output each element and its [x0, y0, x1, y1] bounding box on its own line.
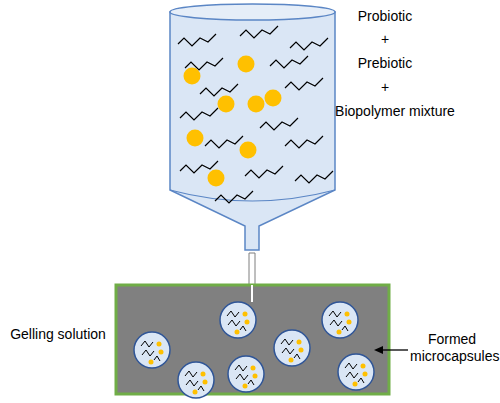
probiotic-cells [184, 56, 282, 187]
probiotic-cell [208, 170, 225, 187]
leader-arrow [374, 346, 408, 354]
microcapsules [134, 302, 374, 398]
probiotic-cell [238, 56, 255, 73]
polymer-chain [285, 78, 323, 90]
polymer-chain [260, 118, 298, 130]
microcapsule [220, 302, 256, 338]
polymer-chain [295, 171, 333, 183]
microcapsule [134, 332, 170, 368]
microcapsule [322, 302, 358, 338]
probiotic-cell [218, 96, 235, 113]
microcapsule [274, 330, 310, 366]
gelling-bath [116, 285, 389, 394]
mixture-label: + [381, 31, 389, 49]
polymer-chain [200, 84, 238, 96]
probiotic-cell [187, 130, 204, 147]
callout-label: Formed microcapsules [410, 331, 494, 366]
biopolymer-chains [178, 26, 333, 203]
microcapsule [228, 356, 264, 392]
polymer-chain [178, 34, 216, 46]
probiotic-cell [248, 96, 265, 113]
mixture-label: Probiotic [358, 8, 412, 26]
probiotic-cell [240, 142, 257, 159]
polymer-chain [215, 191, 253, 203]
polymer-chain [270, 56, 308, 68]
polymer-chain [180, 108, 218, 120]
microcapsule [338, 354, 374, 390]
flow-arrow-tip [251, 285, 253, 302]
mixture-label: Biopolymer mixture [335, 103, 455, 121]
polymer-chain [285, 136, 323, 148]
microcapsule [178, 362, 214, 398]
polymer-chain [290, 38, 328, 50]
bath-label: Gelling solution [10, 326, 106, 344]
polymer-chain [240, 26, 278, 38]
probiotic-cell [184, 68, 201, 85]
polymer-chain [245, 166, 283, 178]
mixture-label: + [381, 79, 389, 97]
polymer-chain [205, 136, 243, 148]
probiotic-cell [265, 90, 282, 107]
mixture-label: Prebiotic [358, 55, 412, 73]
syringe-container [170, 4, 335, 250]
